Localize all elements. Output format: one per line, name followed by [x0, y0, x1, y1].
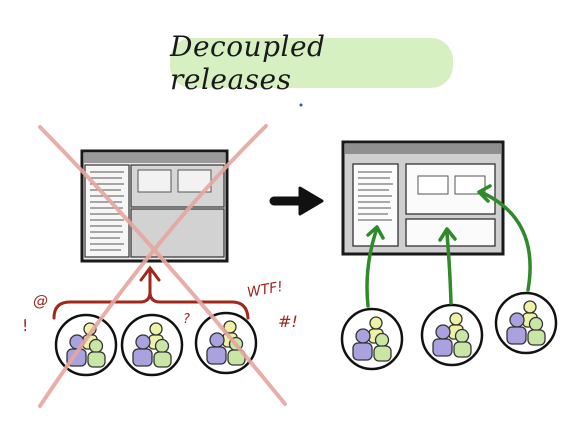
cross-out-mark [38, 124, 287, 408]
right-team-3 [494, 291, 558, 355]
left-team-2 [120, 313, 184, 377]
annotation-hash: #! [278, 312, 298, 331]
annotation-question: ? [183, 312, 190, 327]
right-team-2 [420, 303, 484, 367]
annotation-at: @ [33, 292, 48, 310]
title-pill [170, 38, 453, 88]
monolith-screen [80, 149, 229, 263]
decoupled-screen [341, 140, 505, 256]
left-team-3 [194, 311, 258, 375]
right-team-1 [340, 307, 404, 371]
release-arrows [365, 184, 532, 308]
transition-arrow [269, 186, 324, 216]
merge-bracket [52, 265, 250, 320]
